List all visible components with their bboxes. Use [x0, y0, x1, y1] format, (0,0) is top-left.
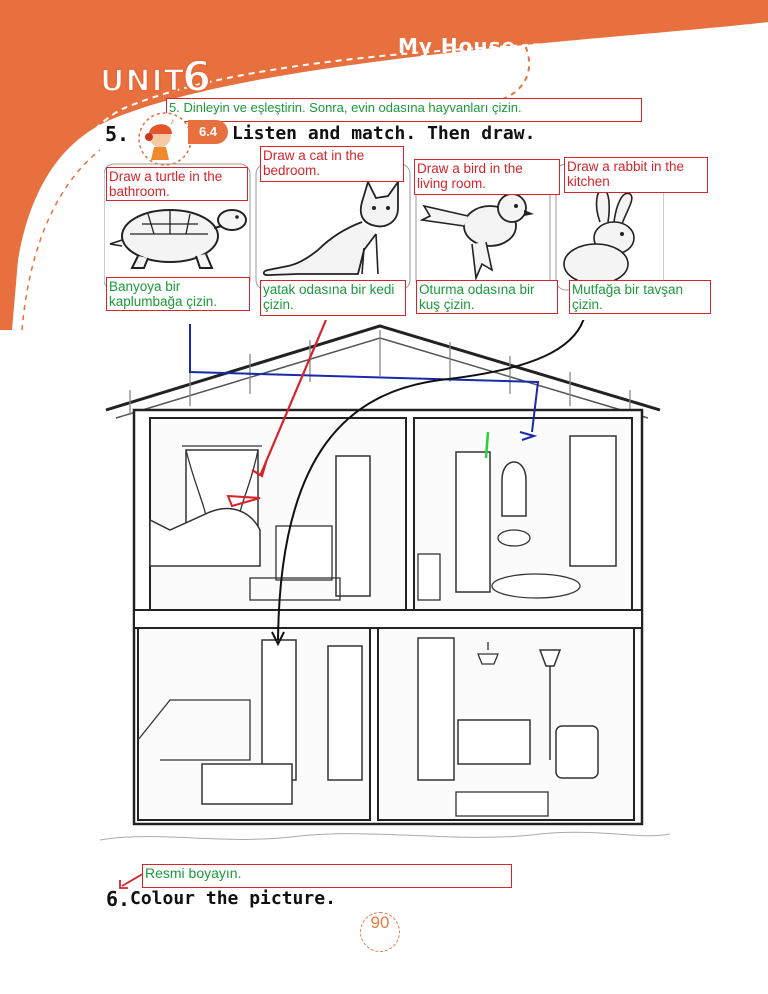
- svg-text:♪: ♪: [170, 116, 175, 126]
- cat-turkish-label: yatak odasına bir kedi çizin.: [260, 280, 406, 316]
- exercise6-number: 6.: [106, 887, 131, 911]
- cat-english-label: Draw a cat in the bedroom.: [260, 146, 404, 182]
- exercise5-translation: 5. Dinleyin ve eşleştirin. Sonra, evin o…: [166, 98, 642, 122]
- page-number: 90: [360, 912, 400, 952]
- turtle-picture: [109, 209, 247, 269]
- bird-picture: [420, 193, 534, 282]
- unit-number: 6: [181, 51, 212, 102]
- turtle-english-label: Draw a turtle in the bathroom.: [106, 167, 248, 201]
- exercise6-translation: Resmi boyayın.: [142, 864, 512, 888]
- exercise5-instruction: Listen and match. Then draw.: [232, 123, 536, 144]
- unit-title: My House: [398, 34, 517, 58]
- audio-track-badge[interactable]: 6.4: [188, 120, 228, 144]
- turtle-turkish-label: Banyoya bir kaplumbağa çizin.: [106, 277, 250, 311]
- cat-picture: [262, 179, 399, 277]
- exercise6-instruction: Colour the picture.: [130, 888, 336, 909]
- rabbit-turkish-label: Mutfağa bir tavşan çizin.: [569, 280, 711, 314]
- unit-label: UNIT: [99, 63, 186, 100]
- bird-turkish-label: Oturma odasına bir kuş çizin.: [416, 280, 558, 314]
- house-cross-section: [100, 320, 670, 841]
- exercise5-number: 5.: [105, 122, 130, 146]
- bird-english-label: Draw a bird in the living room.: [414, 159, 560, 195]
- rabbit-english-label: Draw a rabbit in the kitchen: [564, 157, 708, 193]
- listening-girl-icon: ♪: [138, 112, 192, 166]
- rabbit-picture: [563, 189, 635, 285]
